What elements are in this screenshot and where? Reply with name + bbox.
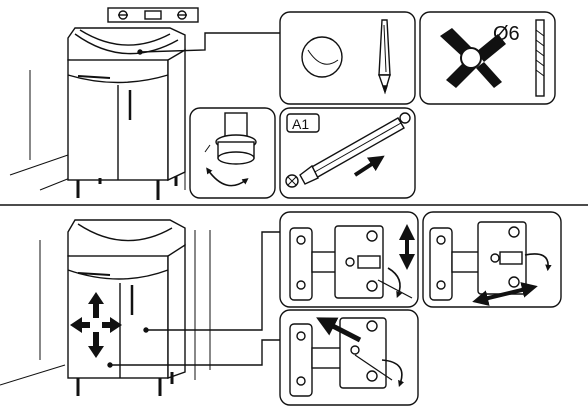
- panel-hinge-height: [279, 211, 419, 308]
- callout-line-top: [139, 32, 280, 53]
- horizontal-adjust-arrow: [472, 282, 538, 306]
- depth-adjust-arrow: [316, 317, 362, 343]
- drill-bit-icon: [535, 19, 545, 97]
- hinge-icon: [429, 221, 527, 301]
- rotation-arrow-icon: [524, 253, 552, 272]
- screwdriver-line: [377, 279, 413, 299]
- screwdriver-line: [354, 354, 393, 381]
- drill-diameter-label: Ø6: [493, 23, 520, 45]
- drill-cross-icon: [440, 28, 506, 88]
- screwdriver-icon: [285, 112, 411, 188]
- panel-hinge-depth: [279, 309, 419, 406]
- step-badge: [286, 113, 320, 133]
- panel-drill: Ø6: [419, 11, 556, 105]
- spirit-level-icon: [107, 7, 199, 23]
- hinge-icon: [289, 225, 384, 301]
- rotation-arrow-icon: [381, 359, 405, 388]
- pencil-icon: [378, 19, 391, 95]
- push-arrow: [353, 155, 385, 177]
- panel-screwdriver-a1: A1: [279, 107, 416, 199]
- room-walls-bottom: [0, 230, 211, 386]
- callout-lines-bottom: [107, 231, 282, 368]
- hole-mark-circle: [301, 36, 343, 78]
- move-arrows-icon: [70, 292, 122, 358]
- rotation-arrow-icon: [387, 267, 403, 298]
- cabinet-bottom: [67, 219, 186, 396]
- rotation-arrow-icon: [206, 167, 249, 187]
- cabinet-top: [67, 27, 186, 200]
- panel-foot-adjust: [189, 107, 276, 199]
- top-section: Ø6 A1: [9, 7, 556, 200]
- panel-marking: [279, 11, 416, 105]
- bottom-section: [0, 211, 562, 406]
- panel-hinge-side: [422, 211, 562, 308]
- step-label: A1: [292, 116, 309, 132]
